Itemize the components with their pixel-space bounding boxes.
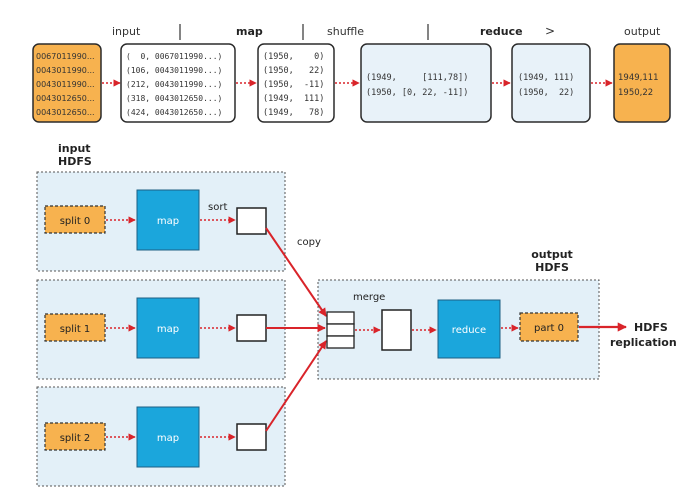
map-input-text: ( 0, 0067011990...) (106, 0043011990...)… — [126, 52, 222, 117]
reduce-output-box — [511, 43, 591, 123]
map-output-text: (1950, 0) (1950, 22) (1950, -11) (1949, … — [263, 52, 324, 118]
map-task-box — [136, 406, 200, 468]
header-reduce: reduce — [480, 25, 523, 38]
input-record: 0067011990... — [36, 52, 95, 61]
sort-label: sort — [208, 202, 227, 213]
input-record: 0043012650... — [36, 108, 95, 117]
input-hdfs-label: HDFS — [58, 155, 92, 168]
shuffle-text: (1949, [111,78]) (1950, [0, 22, -11]) — [366, 73, 468, 98]
output-text: 1949,111 1950,22 — [618, 73, 659, 98]
input-hdfs-label: input — [58, 142, 91, 155]
reduce-task-label: reduce — [452, 325, 486, 336]
output-hdfs-label: output — [531, 248, 573, 261]
map-output-box — [257, 43, 335, 123]
output-hdfs-label: HDFS — [535, 261, 569, 274]
output-part-box — [519, 312, 579, 342]
map-output-record: (1949, 111) — [263, 94, 324, 104]
sorted-output-box — [236, 207, 267, 235]
map-task-label: map — [157, 324, 179, 335]
merge-segment — [326, 335, 355, 349]
map-input-record: ( 0, 0067011990...) — [126, 52, 222, 61]
map-input-record: (424, 0043012650...) — [126, 108, 222, 117]
reduce-output-record: (1950, 22) — [518, 88, 574, 98]
split-label: split 0 — [60, 216, 91, 227]
logical-data-flow: input map shuffle reduce > output 006701… — [32, 24, 671, 123]
copy-label: copy — [297, 237, 321, 248]
split-box — [44, 422, 106, 451]
header-chevron: > — [545, 24, 555, 38]
sorted-output-box — [236, 423, 267, 451]
output-record: 1949,111 — [618, 73, 659, 83]
map-task-box — [136, 189, 200, 251]
shuffle-box — [360, 43, 492, 123]
hdfs-replication-label: replication — [610, 336, 677, 349]
map-task-box — [136, 297, 200, 359]
map-input-record: (318, 0043012650...) — [126, 94, 222, 103]
map-task-label: map — [157, 433, 179, 444]
input-records-box — [32, 43, 102, 123]
split-box — [44, 313, 106, 342]
header-shuffle: shuffle — [327, 25, 364, 38]
map-input-record: (106, 0043011990...) — [126, 66, 222, 75]
output-part-label: part 0 — [534, 323, 564, 334]
map-task-label: map — [157, 216, 179, 227]
map-output-record: (1950, 22) — [263, 66, 324, 76]
split-box — [44, 205, 106, 234]
copy-arrow — [265, 340, 327, 432]
input-record: 0043011990... — [36, 66, 95, 75]
header-input: input — [112, 25, 141, 38]
shuffle-record: (1950, [0, 22, -11]) — [366, 88, 468, 98]
merged-output-box — [381, 309, 412, 351]
input-record: 0043011990... — [36, 80, 95, 89]
header-output: output — [624, 25, 661, 38]
input-record: 0043012650... — [36, 94, 95, 103]
map-output-record: (1950, -11) — [263, 80, 324, 90]
map-output-record: (1949, 78) — [263, 108, 324, 118]
split-label: split 2 — [60, 433, 91, 444]
map-output-record: (1950, 0) — [263, 52, 324, 62]
mapreduce-dataflow: input HDFS split 0 map sort split 1 map … — [36, 142, 677, 487]
merge-segment — [326, 323, 355, 337]
input-records-text: 0067011990... 0043011990... 0043011990..… — [36, 52, 95, 117]
sorted-output-box — [236, 314, 267, 342]
split-label: split 1 — [60, 324, 91, 335]
merge-label: merge — [353, 292, 385, 303]
merge-segment — [326, 311, 355, 325]
reduce-task-box — [437, 299, 501, 359]
map-input-record: (212, 0043011990...) — [126, 80, 222, 89]
map-input-box — [120, 43, 236, 123]
output-box — [613, 43, 671, 123]
reduce-output-text: (1949, 111) (1950, 22) — [518, 73, 574, 98]
shuffle-record: (1949, [111,78]) — [366, 73, 468, 83]
copy-arrow — [265, 227, 327, 317]
hdfs-replication-label: HDFS — [634, 321, 668, 334]
header-map: map — [236, 25, 263, 38]
output-record: 1950,22 — [618, 88, 653, 98]
reduce-output-record: (1949, 111) — [518, 73, 574, 83]
